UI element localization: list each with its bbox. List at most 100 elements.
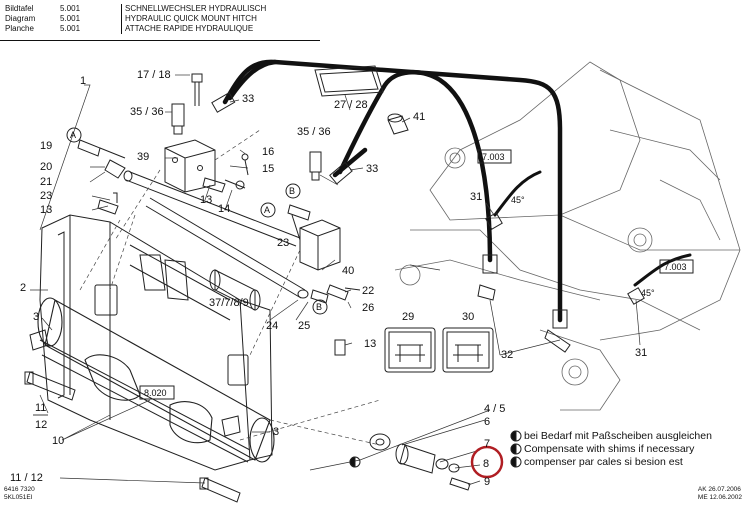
pins-3 [29, 329, 241, 437]
callout-13-right: 13 [364, 338, 376, 350]
callout-31-bottom: 31 [635, 347, 647, 359]
marker-b-top [285, 183, 301, 199]
valve-block-40 [299, 219, 341, 271]
angle-45-bottom: 45° [641, 288, 655, 298]
callout-11: 11 [35, 402, 46, 414]
callout-7: 7 [484, 438, 490, 450]
decals-29-30 [384, 327, 494, 373]
callout-24: 24 [266, 320, 278, 332]
marker-b-bottom-label: B [316, 302, 322, 312]
hoses-right [493, 170, 692, 287]
callout-16: 16 [262, 146, 274, 158]
header-rule [0, 40, 320, 41]
diagram-header: Bildtafel Diagram Planche 5.001 5.001 5.… [0, 0, 330, 44]
marker-a-right [260, 202, 276, 218]
callout-30: 30 [462, 311, 474, 323]
decal-27-28 [314, 65, 384, 97]
note-en: Compensate with shims if necessary [524, 443, 695, 455]
footer-left: 6416 7320 5KL051EI [4, 486, 35, 502]
main-cylinder [37, 297, 275, 463]
ref-box-7003-right [659, 259, 694, 274]
leader-lines [30, 74, 641, 486]
bushing-41 [387, 113, 409, 135]
hitch-frame [39, 214, 273, 471]
ref-box-8020 [139, 385, 175, 400]
callout-17-18: 17 / 18 [137, 69, 171, 81]
footer-left-line1: 6416 7320 [4, 486, 35, 493]
valve-block-39 [164, 139, 216, 193]
callout-14: 14 [218, 203, 230, 215]
callout-22: 22 [362, 285, 374, 297]
callout-25: 25 [298, 320, 310, 332]
highlight-circle-8 [470, 445, 504, 479]
callout-11-12: 11 / 12 [10, 472, 43, 484]
callout-9: 9 [484, 476, 490, 488]
marker-a-left [66, 127, 82, 143]
callout-35-36-right: 35 / 36 [297, 126, 331, 138]
header-title-de: SCHNELLWECHSLER HYDRAULISCH [125, 4, 267, 13]
callout-6: 6 [484, 416, 490, 428]
callout-2: 2 [20, 282, 26, 294]
footer-right-line1: AK 26.07.2006 [697, 486, 741, 493]
header-label-fr: Planche [5, 24, 34, 33]
callout-40: 40 [342, 265, 354, 277]
ref-8020: 8.020 [144, 388, 167, 398]
callout-27-28: 27 / 28 [334, 99, 368, 111]
marker-b-top-label: B [289, 186, 295, 196]
hose-fittings [211, 91, 645, 353]
marker-a-right-label: A [264, 205, 270, 215]
marker-a-left-label: A [70, 130, 76, 140]
footer-right-line2: ME 12.06.2002 [697, 494, 742, 501]
header-number-en: 5.001 [60, 14, 81, 23]
marker-b-bottom [312, 299, 328, 315]
callout-31-top: 31 [470, 191, 482, 203]
header-title-en: HYDRAULIC QUICK MOUNT HITCH [125, 14, 257, 23]
callout-3: 3 [33, 311, 39, 323]
callout-33-left: 33 [242, 93, 254, 105]
callout-37: 37/7/8/9 [209, 297, 249, 309]
callout-39: 39 [137, 151, 149, 163]
callout-23-left: 23 [40, 190, 52, 202]
hydraulic-hoses [222, 59, 563, 323]
callout-19: 19 [40, 140, 52, 152]
note-de: bei Bedarf mit Paßscheiben ausgleichen [524, 430, 712, 442]
header-titles: SCHNELLWECHSLER HYDRAULISCH HYDRAULIC QU… [121, 4, 325, 34]
callout-4-5: 4 / 5 [484, 403, 505, 415]
angle-45-top: 45° [511, 195, 525, 205]
callout-26: 26 [362, 302, 374, 314]
header-title-fr: ATTACHE RAPIDE HYDRAULIQUE [125, 24, 254, 33]
header-label-en: Diagram [5, 14, 36, 23]
callout-13-mid: 13 [200, 194, 212, 206]
header-numbers: 5.001 5.001 5.001 [60, 4, 110, 34]
callout-10: 10 [52, 435, 64, 447]
callout-15: 15 [262, 163, 274, 175]
callout-41: 41 [413, 111, 425, 123]
callout-32: 32 [501, 349, 513, 361]
shim-notes: bei Bedarf mit Paßscheiben ausgleichen C… [524, 430, 712, 469]
bolt-17-18 [191, 73, 203, 106]
footer-left-line2: 5KL051EI [4, 494, 33, 501]
callout-labels: 1 2 3 3 10 11 12 11 / 12 17 / 18 35 / 36… [10, 69, 687, 488]
callout-23-right: 23 [277, 237, 289, 249]
ref-7003-right: 7.003 [664, 262, 687, 272]
callout-12: 12 [35, 419, 47, 431]
callout-20: 20 [40, 161, 52, 173]
header-number-fr: 5.001 [60, 24, 81, 33]
callout-1: 1 [80, 75, 86, 87]
header-labels: Bildtafel Diagram Planche [5, 4, 57, 34]
bolts-11-12 [24, 371, 241, 503]
ref-7003-top: 7.003 [482, 152, 505, 162]
callout-21: 21 [40, 176, 52, 188]
ref-box-7003-top [477, 149, 512, 164]
callout-33-right: 33 [366, 163, 378, 175]
callout-3b: 3 [273, 426, 279, 438]
shim-symbols [349, 430, 522, 468]
header-label-de: Bildtafel [5, 4, 34, 13]
pin-assembly [369, 433, 471, 491]
dashed-lines [79, 129, 381, 446]
footer-right: AK 26.07.2006 ME 12.06.2002 [698, 486, 742, 502]
rods-24 [123, 170, 309, 299]
cylinder-37 [209, 269, 261, 311]
callout-8: 8 [483, 458, 489, 470]
